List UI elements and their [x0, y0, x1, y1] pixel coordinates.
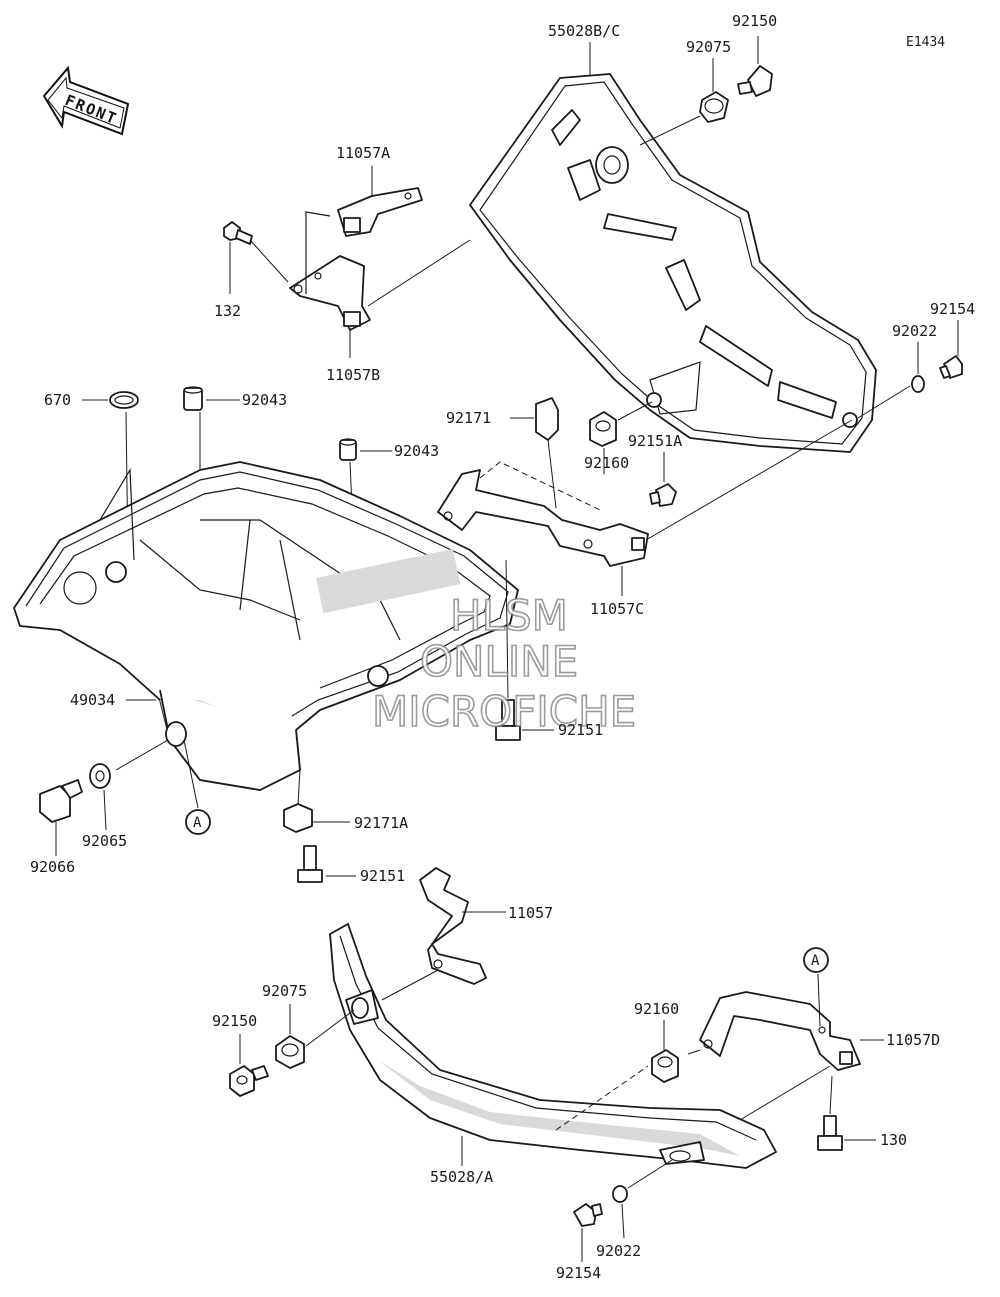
grommet-92075-low-icon: [275, 1004, 355, 1069]
bracket-11057d-part: [687, 991, 884, 1121]
label-92171a: 92171A: [354, 814, 408, 832]
label-92075-low: 92075: [262, 982, 307, 1000]
label-92150-top: 92150: [732, 12, 777, 30]
label-11057d: 11057D: [886, 1031, 940, 1049]
label-49034: 49034: [70, 691, 115, 709]
bracket-11057c-part: [437, 419, 853, 596]
upper-cowl-part: [469, 73, 877, 453]
label-670: 670: [44, 391, 71, 409]
label-92022-low: 92022: [596, 1242, 641, 1260]
grommet-92160-top-icon: [589, 401, 653, 474]
reference-mark-a-lower: A: [803, 947, 829, 1027]
label-11057: 11057: [508, 904, 553, 922]
label-92043-b: 92043: [394, 442, 439, 460]
front-direction-arrow-icon: FRONT: [42, 65, 130, 136]
clip-92171-icon: [510, 397, 559, 509]
screw-92154-low-icon: [573, 1203, 603, 1262]
diagram-code: E1434: [906, 35, 945, 50]
label-55028a: 55028/A: [430, 1168, 493, 1186]
svg-text:MICROFICHE: MICROFICHE: [372, 687, 636, 736]
dowel-92043-a-icon: [183, 386, 240, 486]
bracket-11057b-part: [289, 211, 471, 358]
label-92075-top: 92075: [686, 38, 731, 56]
bolt-92151a-icon: [649, 452, 677, 507]
label-132: 132: [214, 302, 241, 320]
label-11057a: 11057A: [336, 144, 390, 162]
reference-mark-a-upper: A: [183, 739, 211, 835]
bolt-92150-low-icon: [229, 1034, 269, 1097]
svg-text:ONLINE: ONLINE: [420, 637, 578, 686]
label-92154-right: 92154: [930, 300, 975, 318]
bolt-130-icon: [817, 1075, 876, 1151]
svg-text:HLSM: HLSM: [450, 591, 568, 640]
label-92160-low: 92160: [634, 1000, 679, 1018]
label-92151-mid: 92151: [558, 721, 603, 739]
label-92065: 92065: [82, 832, 127, 850]
label-92043-a: 92043: [242, 391, 287, 409]
label-92151a: 92151A: [628, 432, 682, 450]
label-92160-top: 92160: [584, 454, 629, 472]
bolt-132-icon: [223, 221, 289, 294]
bolt-92150-top-icon: [737, 36, 773, 97]
washer-92022-right-icon: [857, 342, 925, 419]
grommet-92160-low-icon: [651, 1020, 679, 1083]
label-92154-low: 92154: [556, 1264, 601, 1282]
label-92066: 92066: [30, 858, 75, 876]
label-92151-low: 92151: [360, 867, 405, 885]
watermark: HLSM ONLINE MICROFICHE: [371, 590, 637, 737]
svg-text:A: A: [193, 815, 202, 831]
grommet-92075-top-icon: [639, 58, 729, 146]
label-55028bc: 55028B/C: [548, 22, 620, 40]
svg-text:A: A: [811, 953, 820, 969]
bolt-92151-low-icon: [297, 845, 356, 883]
lower-cowl-part: [329, 923, 777, 1169]
bracket-11057a-part: [337, 166, 423, 237]
label-92171: 92171: [446, 409, 491, 427]
label-92150-low: 92150: [212, 1012, 257, 1030]
label-92022-right: 92022: [892, 322, 937, 340]
screw-92154-right-icon: [939, 320, 963, 379]
bolt-92151-mid-icon: [495, 559, 554, 741]
bracket-11057-part: [381, 867, 506, 1001]
washer-92065-icon: [89, 739, 169, 831]
drain-bolt-92066-icon: [39, 779, 83, 856]
washer-92022-low-icon: [612, 1159, 673, 1239]
clip-92171a-icon: [283, 769, 350, 833]
label-130: 130: [880, 1131, 907, 1149]
label-11057c: 11057C: [590, 600, 644, 618]
label-11057b: 11057B: [326, 366, 380, 384]
oil-pan-49034-part: [13, 461, 519, 791]
